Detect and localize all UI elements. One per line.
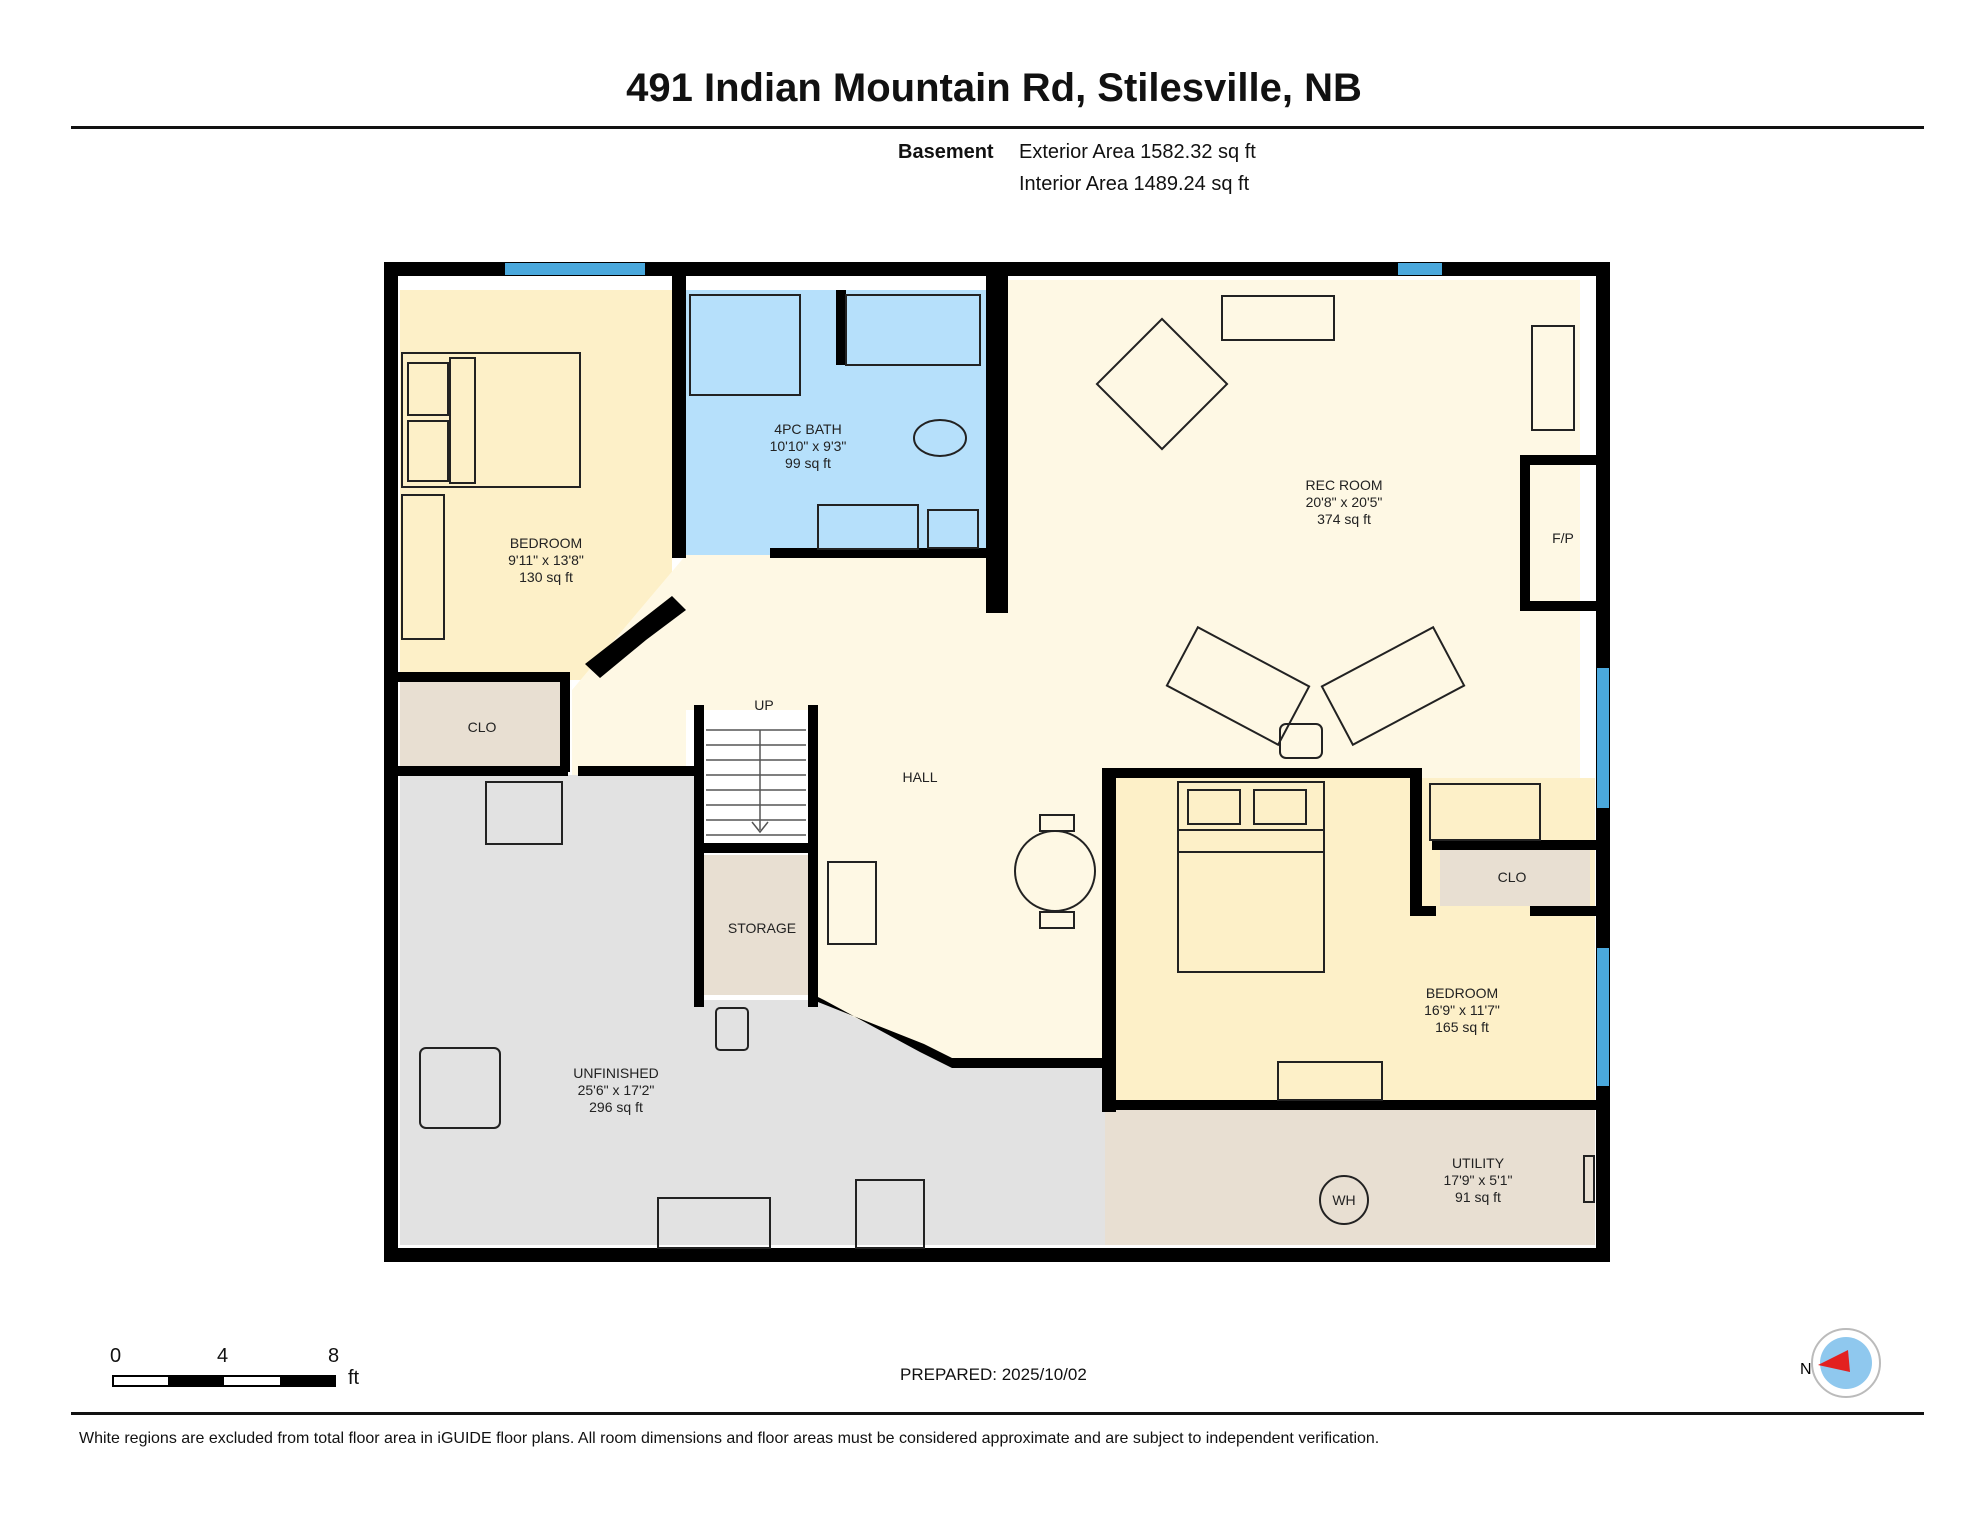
stair-treads [706, 729, 806, 836]
bedroom-left-floor [400, 290, 672, 680]
bedroom-right-area: 165 sq ft [1435, 1019, 1489, 1035]
windows [505, 263, 1609, 1086]
unfinished-floor [400, 775, 1105, 1245]
storage-floor [702, 855, 814, 995]
scale-tick-0: 0 [110, 1345, 122, 1367]
scale-unit: ft [348, 1367, 360, 1389]
unfinished-name: UNFINISHED [573, 1065, 659, 1081]
bedroom-left-area: 130 sq ft [519, 569, 573, 585]
prepared-date: PREPARED: 2025/10/02 [900, 1365, 1087, 1384]
bedroom-right-dims: 16'9" x 11'7" [1424, 1002, 1500, 1018]
header-divider [71, 126, 1924, 129]
rec-room-dims: 20'8" x 20'5" [1306, 494, 1383, 510]
hall-label: HALL [902, 769, 937, 785]
footer-divider [71, 1412, 1924, 1415]
utility-floor [1105, 1105, 1595, 1245]
water-heater-label: WH [1332, 1192, 1355, 1208]
fireplace-label: F/P [1552, 530, 1574, 546]
bath-area: 99 sq ft [785, 455, 831, 471]
compass-icon [1811, 1328, 1881, 1398]
unfinished-area: 296 sq ft [589, 1099, 643, 1115]
closet-right-floor [1440, 848, 1590, 906]
closet-left-floor [400, 680, 568, 768]
exterior-area: Exterior Area 1582.32 sq ft [1019, 141, 1256, 163]
utility-dims: 17'9" x 5'1" [1444, 1172, 1513, 1188]
bath-name: 4PC BATH [774, 421, 841, 437]
level-label: Basement [898, 141, 994, 163]
walls [384, 262, 1610, 1262]
unfinished-dims: 25'6" x 17'2" [578, 1082, 655, 1098]
scale-tick-4: 4 [217, 1345, 229, 1367]
closet-left-label: CLO [468, 719, 497, 735]
scale-bar [112, 1375, 336, 1387]
utility-name: UTILITY [1452, 1155, 1505, 1171]
bedroom-right-name: BEDROOM [1426, 985, 1498, 1001]
bedroom-right-floor [1115, 778, 1595, 1103]
storage-label: STORAGE [728, 920, 796, 936]
furniture [401, 294, 1595, 1249]
rec-room-name: REC ROOM [1306, 477, 1383, 493]
stairs-up-label: UP [754, 697, 773, 713]
compass-north-label: N [1800, 1361, 1812, 1378]
closet-right-label: CLO [1498, 869, 1527, 885]
disclaimer-footer: White regions are excluded from total fl… [79, 1430, 1380, 1447]
bath-dims: 10'10" x 9'3" [770, 438, 847, 454]
water-heater-icon [1319, 1175, 1369, 1225]
interior-area: Interior Area 1489.24 sq ft [1019, 173, 1250, 195]
scale-tick-8: 8 [328, 1345, 340, 1367]
utility-area: 91 sq ft [1455, 1189, 1501, 1205]
rec-room-area: 374 sq ft [1317, 511, 1371, 527]
page-title: 491 Indian Mountain Rd, Stilesville, NB [626, 66, 1362, 110]
rec-hall-floor [686, 280, 1580, 1062]
bedroom-left-name: BEDROOM [510, 535, 582, 551]
bedroom-left-dims: 9'11" x 13'8" [508, 552, 584, 568]
